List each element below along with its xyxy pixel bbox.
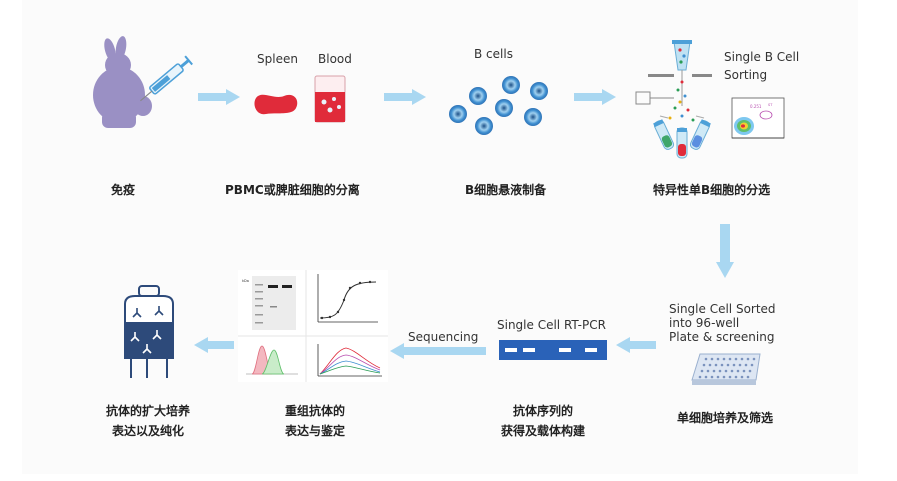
arrow-right-icon	[384, 89, 426, 105]
pcr-gel-icon	[499, 340, 607, 360]
caption-expansion-line2: 表达以及纯化	[111, 424, 184, 438]
caption-sorting: 特异性单B细胞的分选	[653, 183, 771, 197]
caption-sequence-line1: 抗体序列的	[512, 404, 573, 418]
caption-expansion-line1: 抗体的扩大培养	[105, 404, 190, 418]
caption-sequence: 抗体序列的 获得及载体构建	[491, 401, 595, 441]
antibody-characterization-panels-icon: kDa	[238, 270, 388, 382]
arrow-left-icon	[390, 343, 486, 359]
caption-recombinant-line2: 表达与鉴定	[284, 424, 345, 438]
spleen-label: Spleen	[257, 52, 298, 66]
cell-sorter-icon	[635, 40, 712, 159]
sorting-label: Sorting	[724, 68, 768, 82]
blood-label: Blood	[318, 52, 352, 66]
b-cells-label: B cells	[474, 47, 513, 61]
svg-text:0.251: 0.251	[750, 104, 762, 109]
arrow-down-icon	[716, 224, 734, 278]
into-96-well-label: into 96-well	[669, 316, 740, 330]
caption-sequence-line2: 获得及载体构建	[500, 424, 585, 438]
caption-suspension: B细胞悬液制备	[465, 183, 547, 197]
caption-expansion: 抗体的扩大培养 表达以及纯化	[90, 401, 206, 441]
svg-text:ST: ST	[768, 103, 773, 107]
caption-recombinant-line1: 重组抗体的	[284, 404, 345, 418]
caption-culture: 单细胞培养及筛选	[677, 411, 774, 425]
bioreactor-flask-icon	[124, 285, 174, 378]
arrow-left-icon	[194, 337, 234, 353]
blood-beaker-icon	[314, 75, 346, 123]
caption-recombinant: 重组抗体的 表达与鉴定	[272, 401, 358, 441]
rt-pcr-label: Single Cell RT-PCR	[497, 318, 606, 332]
single-b-cell-label: Single B Cell	[724, 50, 800, 64]
arrow-right-icon	[198, 89, 240, 105]
svg-text:kDa: kDa	[242, 279, 249, 283]
b-cells-icon	[449, 76, 548, 135]
arrow-right-icon	[574, 89, 616, 105]
caption-immunize: 免疫	[111, 183, 136, 197]
flow-cytometry-plot-icon: 0.251 ST	[731, 97, 785, 139]
spleen-icon	[254, 94, 298, 115]
sequencing-label: Sequencing	[408, 330, 479, 344]
96-well-plate-icon	[691, 353, 761, 385]
rabbit-syringe-icon	[93, 36, 193, 128]
single-cell-sorted-label: Single Cell Sorted	[669, 302, 776, 316]
plate-screening-label: Plate & screening	[669, 330, 775, 344]
caption-isolate: PBMC或脾脏细胞的分离	[225, 183, 360, 197]
arrow-left-icon	[616, 337, 656, 353]
